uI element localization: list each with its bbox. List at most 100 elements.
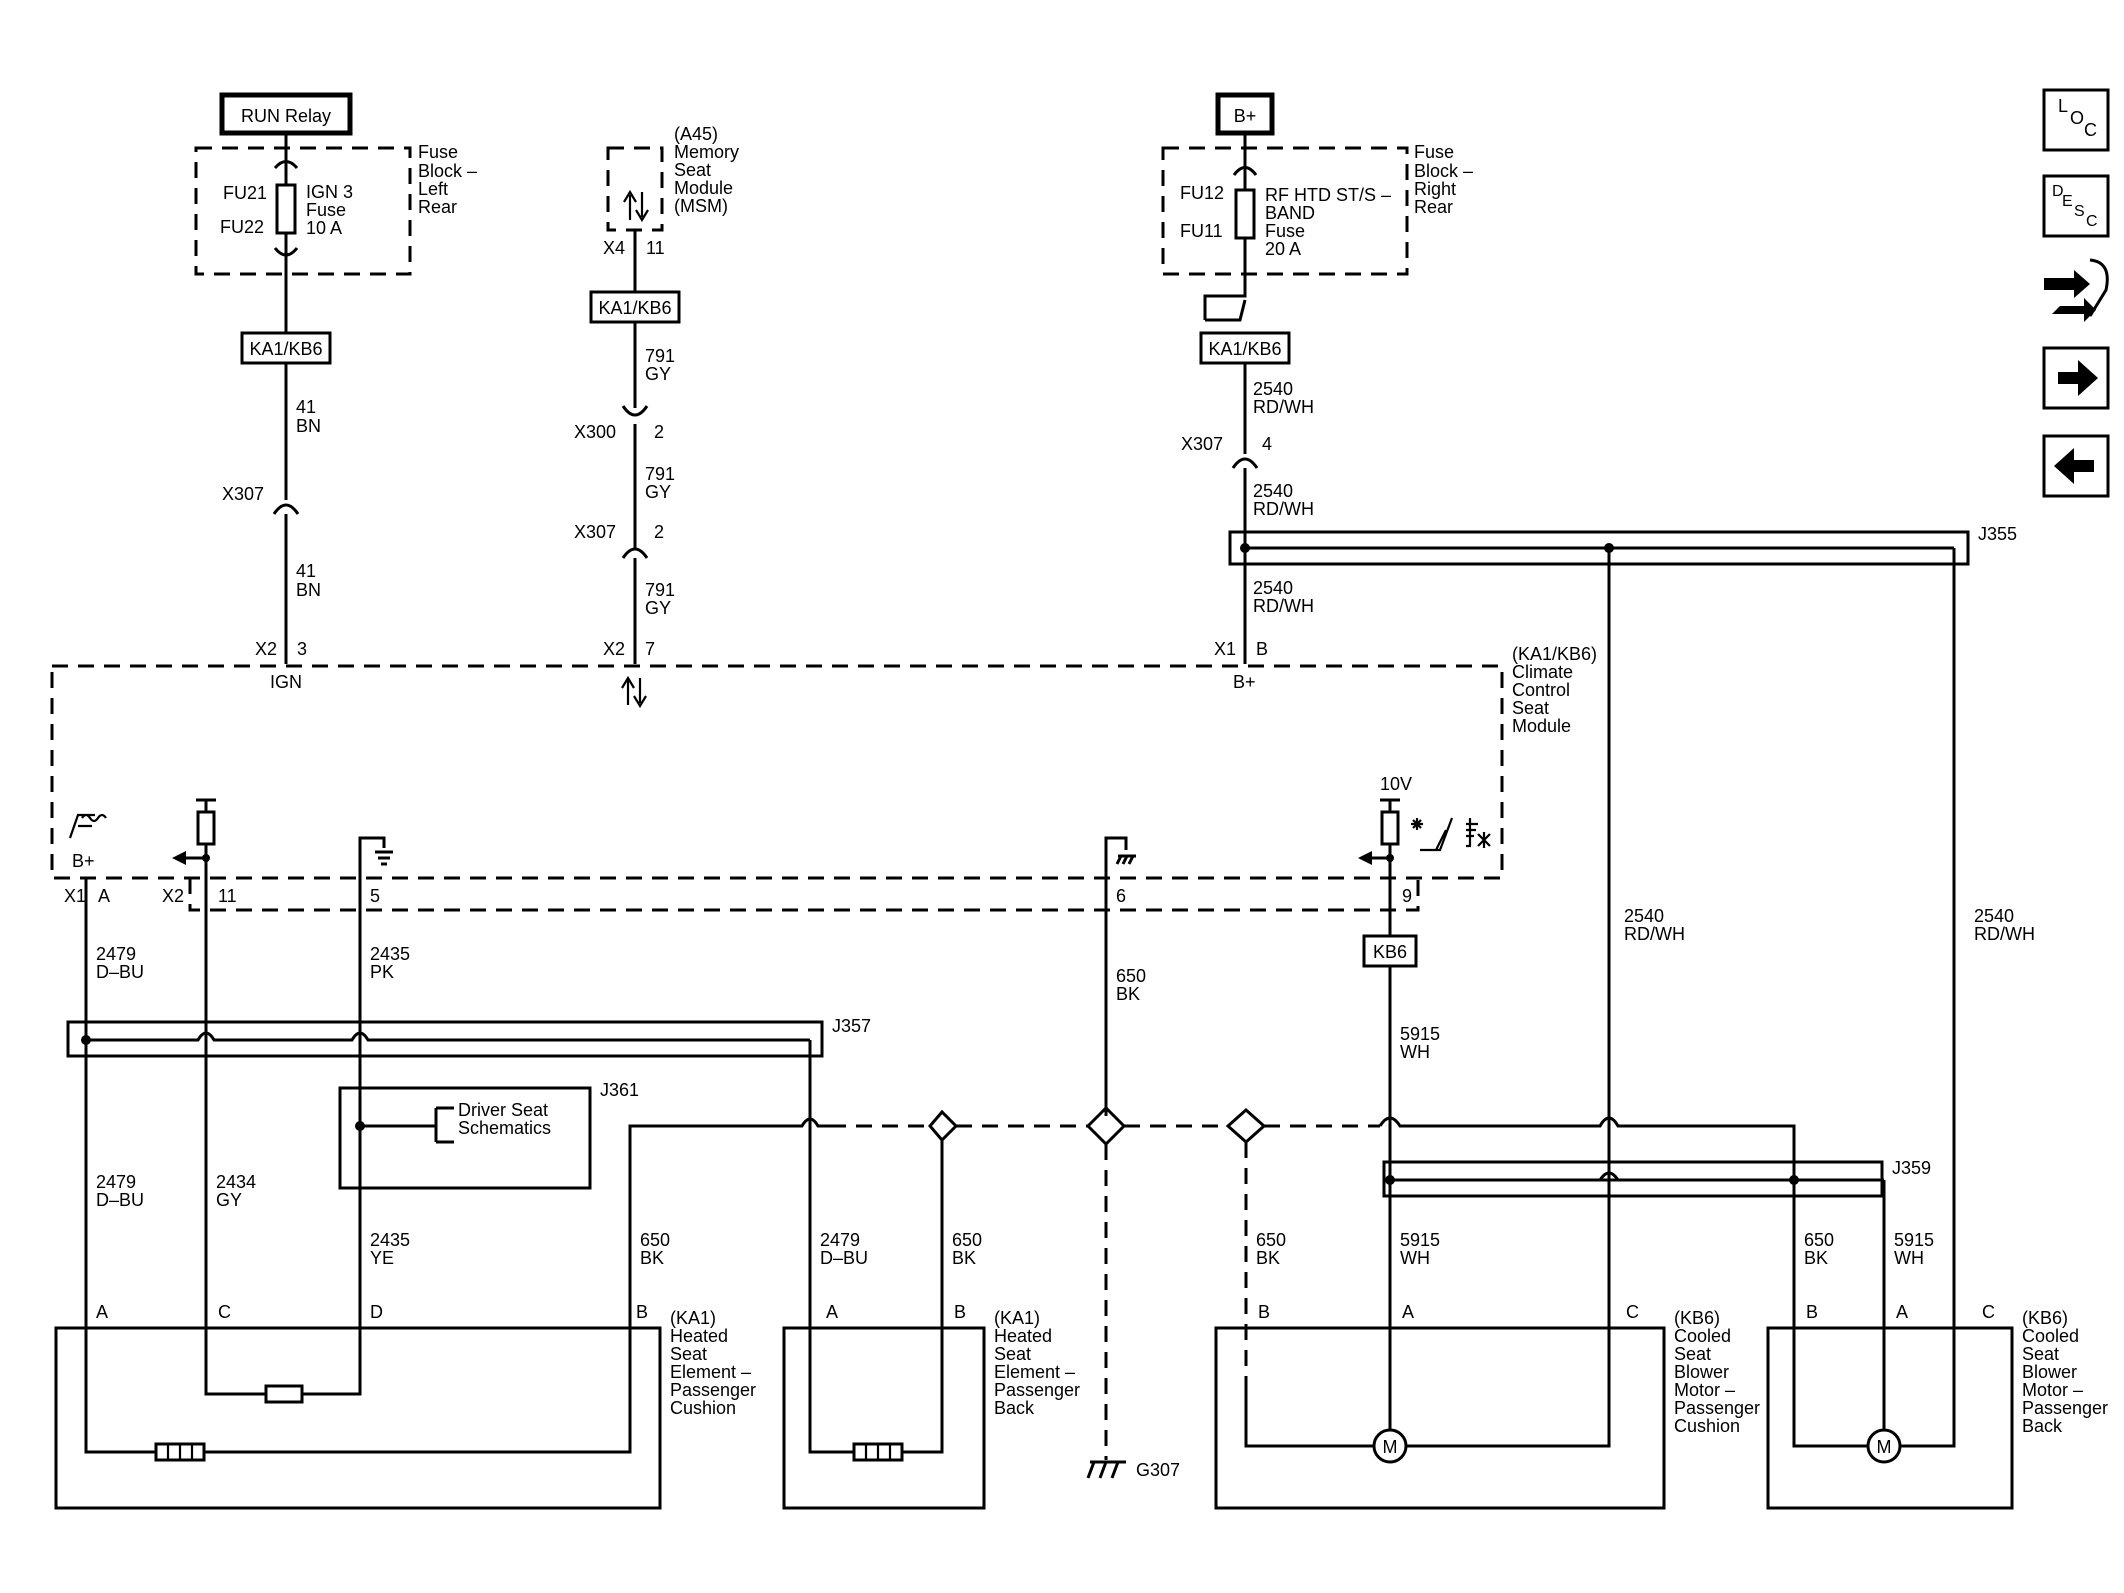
- svg-text:D–BU: D–BU: [96, 962, 144, 982]
- svg-text:41: 41: [296, 397, 316, 417]
- svg-text:J357: J357: [832, 1016, 871, 1036]
- svg-text:650: 650: [640, 1230, 670, 1250]
- svg-text:GY: GY: [645, 598, 671, 618]
- svg-text:11: 11: [646, 238, 665, 258]
- svg-text:Element –: Element –: [994, 1362, 1075, 1382]
- splice-j357: J357: [66, 1016, 871, 1058]
- back-arrow-icon[interactable]: [2042, 434, 2110, 498]
- svg-text:B: B: [1806, 1302, 1818, 1322]
- svg-text:Motor –: Motor –: [2022, 1380, 2083, 1400]
- svg-text:791: 791: [645, 346, 675, 366]
- svg-text:Heated: Heated: [994, 1326, 1052, 1346]
- connector-icon[interactable]: [2044, 258, 2109, 322]
- svg-text:2434: 2434: [216, 1172, 256, 1192]
- svg-text:B: B: [1258, 1302, 1270, 1322]
- svg-text:RD/WH: RD/WH: [1624, 924, 1685, 944]
- blower-control-10v: 10V: [1358, 774, 1491, 936]
- svg-text:Heated: Heated: [670, 1326, 728, 1346]
- option-ka1kb6-msm: KA1/KB6: [589, 290, 681, 324]
- svg-text:Blower: Blower: [1674, 1362, 1729, 1382]
- svg-text:6: 6: [1116, 886, 1126, 906]
- svg-text:A: A: [1402, 1302, 1414, 1322]
- svg-text:A: A: [98, 886, 110, 906]
- svg-text:BK: BK: [952, 1248, 976, 1268]
- ground-ref-6: [1104, 836, 1136, 865]
- svg-text:J359: J359: [1892, 1158, 1931, 1178]
- svg-text:5915: 5915: [1894, 1230, 1934, 1250]
- svg-text:WH: WH: [1894, 1248, 1924, 1268]
- option-kb6: KB6: [1362, 934, 1418, 968]
- option-ka1kb6-left: KA1/KB6: [240, 331, 332, 365]
- svg-text:Passenger: Passenger: [2022, 1398, 2108, 1418]
- svg-text:S: S: [2074, 203, 2085, 220]
- svg-text:X4: X4: [603, 238, 625, 258]
- cooled-seat-blower-back: B A C M (KB6) Cooled Seat Blower Motor –…: [1766, 1302, 2108, 1510]
- svg-text:2: 2: [654, 522, 664, 542]
- svg-text:J361: J361: [600, 1080, 639, 1100]
- svg-text:O: O: [2070, 108, 2084, 128]
- svg-text:Schematics: Schematics: [458, 1118, 551, 1138]
- svg-text:20 A: 20 A: [1265, 239, 1301, 259]
- svg-text:Rear: Rear: [1414, 197, 1453, 217]
- svg-text:Climate: Climate: [1512, 662, 1573, 682]
- svg-text:B: B: [636, 1302, 648, 1322]
- svg-text:KA1/KB6: KA1/KB6: [1208, 339, 1281, 359]
- svg-text:5915: 5915: [1400, 1230, 1440, 1250]
- ground-ref-5: [358, 836, 393, 866]
- svg-text:GY: GY: [645, 364, 671, 384]
- svg-text:RD/WH: RD/WH: [1974, 924, 2035, 944]
- svg-text:BK: BK: [1804, 1248, 1828, 1268]
- svg-text:WH: WH: [1400, 1042, 1430, 1062]
- svg-text:D–BU: D–BU: [820, 1248, 868, 1268]
- sensor-pullup-11: [172, 798, 216, 1378]
- svg-text:E: E: [2062, 193, 2073, 210]
- svg-text:Block –: Block –: [1414, 161, 1473, 181]
- svg-text:FU12: FU12: [1180, 183, 1224, 203]
- svg-text:Seat: Seat: [1512, 698, 1549, 718]
- svg-text:WH: WH: [1400, 1248, 1430, 1268]
- svg-text:IGN 3: IGN 3: [306, 182, 353, 202]
- svg-text:B: B: [954, 1302, 966, 1322]
- svg-text:RF HTD ST/S –: RF HTD ST/S –: [1265, 185, 1391, 205]
- svg-text:5: 5: [370, 886, 380, 906]
- svg-text:Passenger: Passenger: [994, 1380, 1080, 1400]
- svg-text:Passenger: Passenger: [1674, 1398, 1760, 1418]
- svg-text:Cooled: Cooled: [2022, 1326, 2079, 1346]
- svg-text:2435: 2435: [370, 1230, 410, 1250]
- forward-arrow-icon[interactable]: [2042, 346, 2110, 410]
- svg-text:RD/WH: RD/WH: [1253, 596, 1314, 616]
- svg-text:Cooled: Cooled: [1674, 1326, 1731, 1346]
- svg-text:GY: GY: [216, 1190, 242, 1210]
- svg-text:(MSM): (MSM): [674, 196, 728, 216]
- svg-text:BN: BN: [296, 580, 321, 600]
- svg-text:Element –: Element –: [670, 1362, 751, 1382]
- svg-text:Fuse: Fuse: [306, 200, 346, 220]
- svg-text:D–BU: D–BU: [96, 1190, 144, 1210]
- cooled-seat-blower-cushion: B A C M (KB6) Cooled Seat Blower Motor –…: [1214, 1302, 1760, 1510]
- memory-seat-module: (A45) Memory Seat Module (MSM) X4 11: [603, 124, 739, 258]
- run-relay-box: RUN Relay: [219, 92, 353, 136]
- climate-control-seat-module: (KA1/KB6) Climate Control Seat Module: [50, 644, 1597, 880]
- svg-text:650: 650: [1256, 1230, 1286, 1250]
- svg-text:650: 650: [1804, 1230, 1834, 1250]
- loc-button[interactable]: L O C: [2042, 88, 2110, 152]
- svg-text:RD/WH: RD/WH: [1253, 397, 1314, 417]
- svg-text:2479: 2479: [96, 1172, 136, 1192]
- svg-text:Module: Module: [1512, 716, 1571, 736]
- svg-text:41: 41: [296, 561, 316, 581]
- rf-htd-fuse: FU12 FU11 RF HTD ST/S – BAND Fuse 20 A: [1180, 150, 1391, 280]
- svg-text:(KA1): (KA1): [994, 1308, 1040, 1328]
- svg-text:B+: B+: [72, 851, 95, 871]
- svg-text:2435: 2435: [370, 944, 410, 964]
- svg-text:(A45): (A45): [674, 124, 718, 144]
- svg-text:Back: Back: [2022, 1416, 2063, 1436]
- svg-text:650: 650: [952, 1230, 982, 1250]
- svg-text:X300: X300: [574, 422, 616, 442]
- svg-text:2479: 2479: [820, 1230, 860, 1250]
- svg-text:M: M: [1877, 1437, 1892, 1457]
- svg-text:D: D: [370, 1302, 383, 1322]
- svg-text:X2: X2: [255, 639, 277, 659]
- desc-button[interactable]: D E S C: [2042, 174, 2110, 238]
- svg-text:2: 2: [654, 422, 664, 442]
- svg-text:Rear: Rear: [418, 197, 457, 217]
